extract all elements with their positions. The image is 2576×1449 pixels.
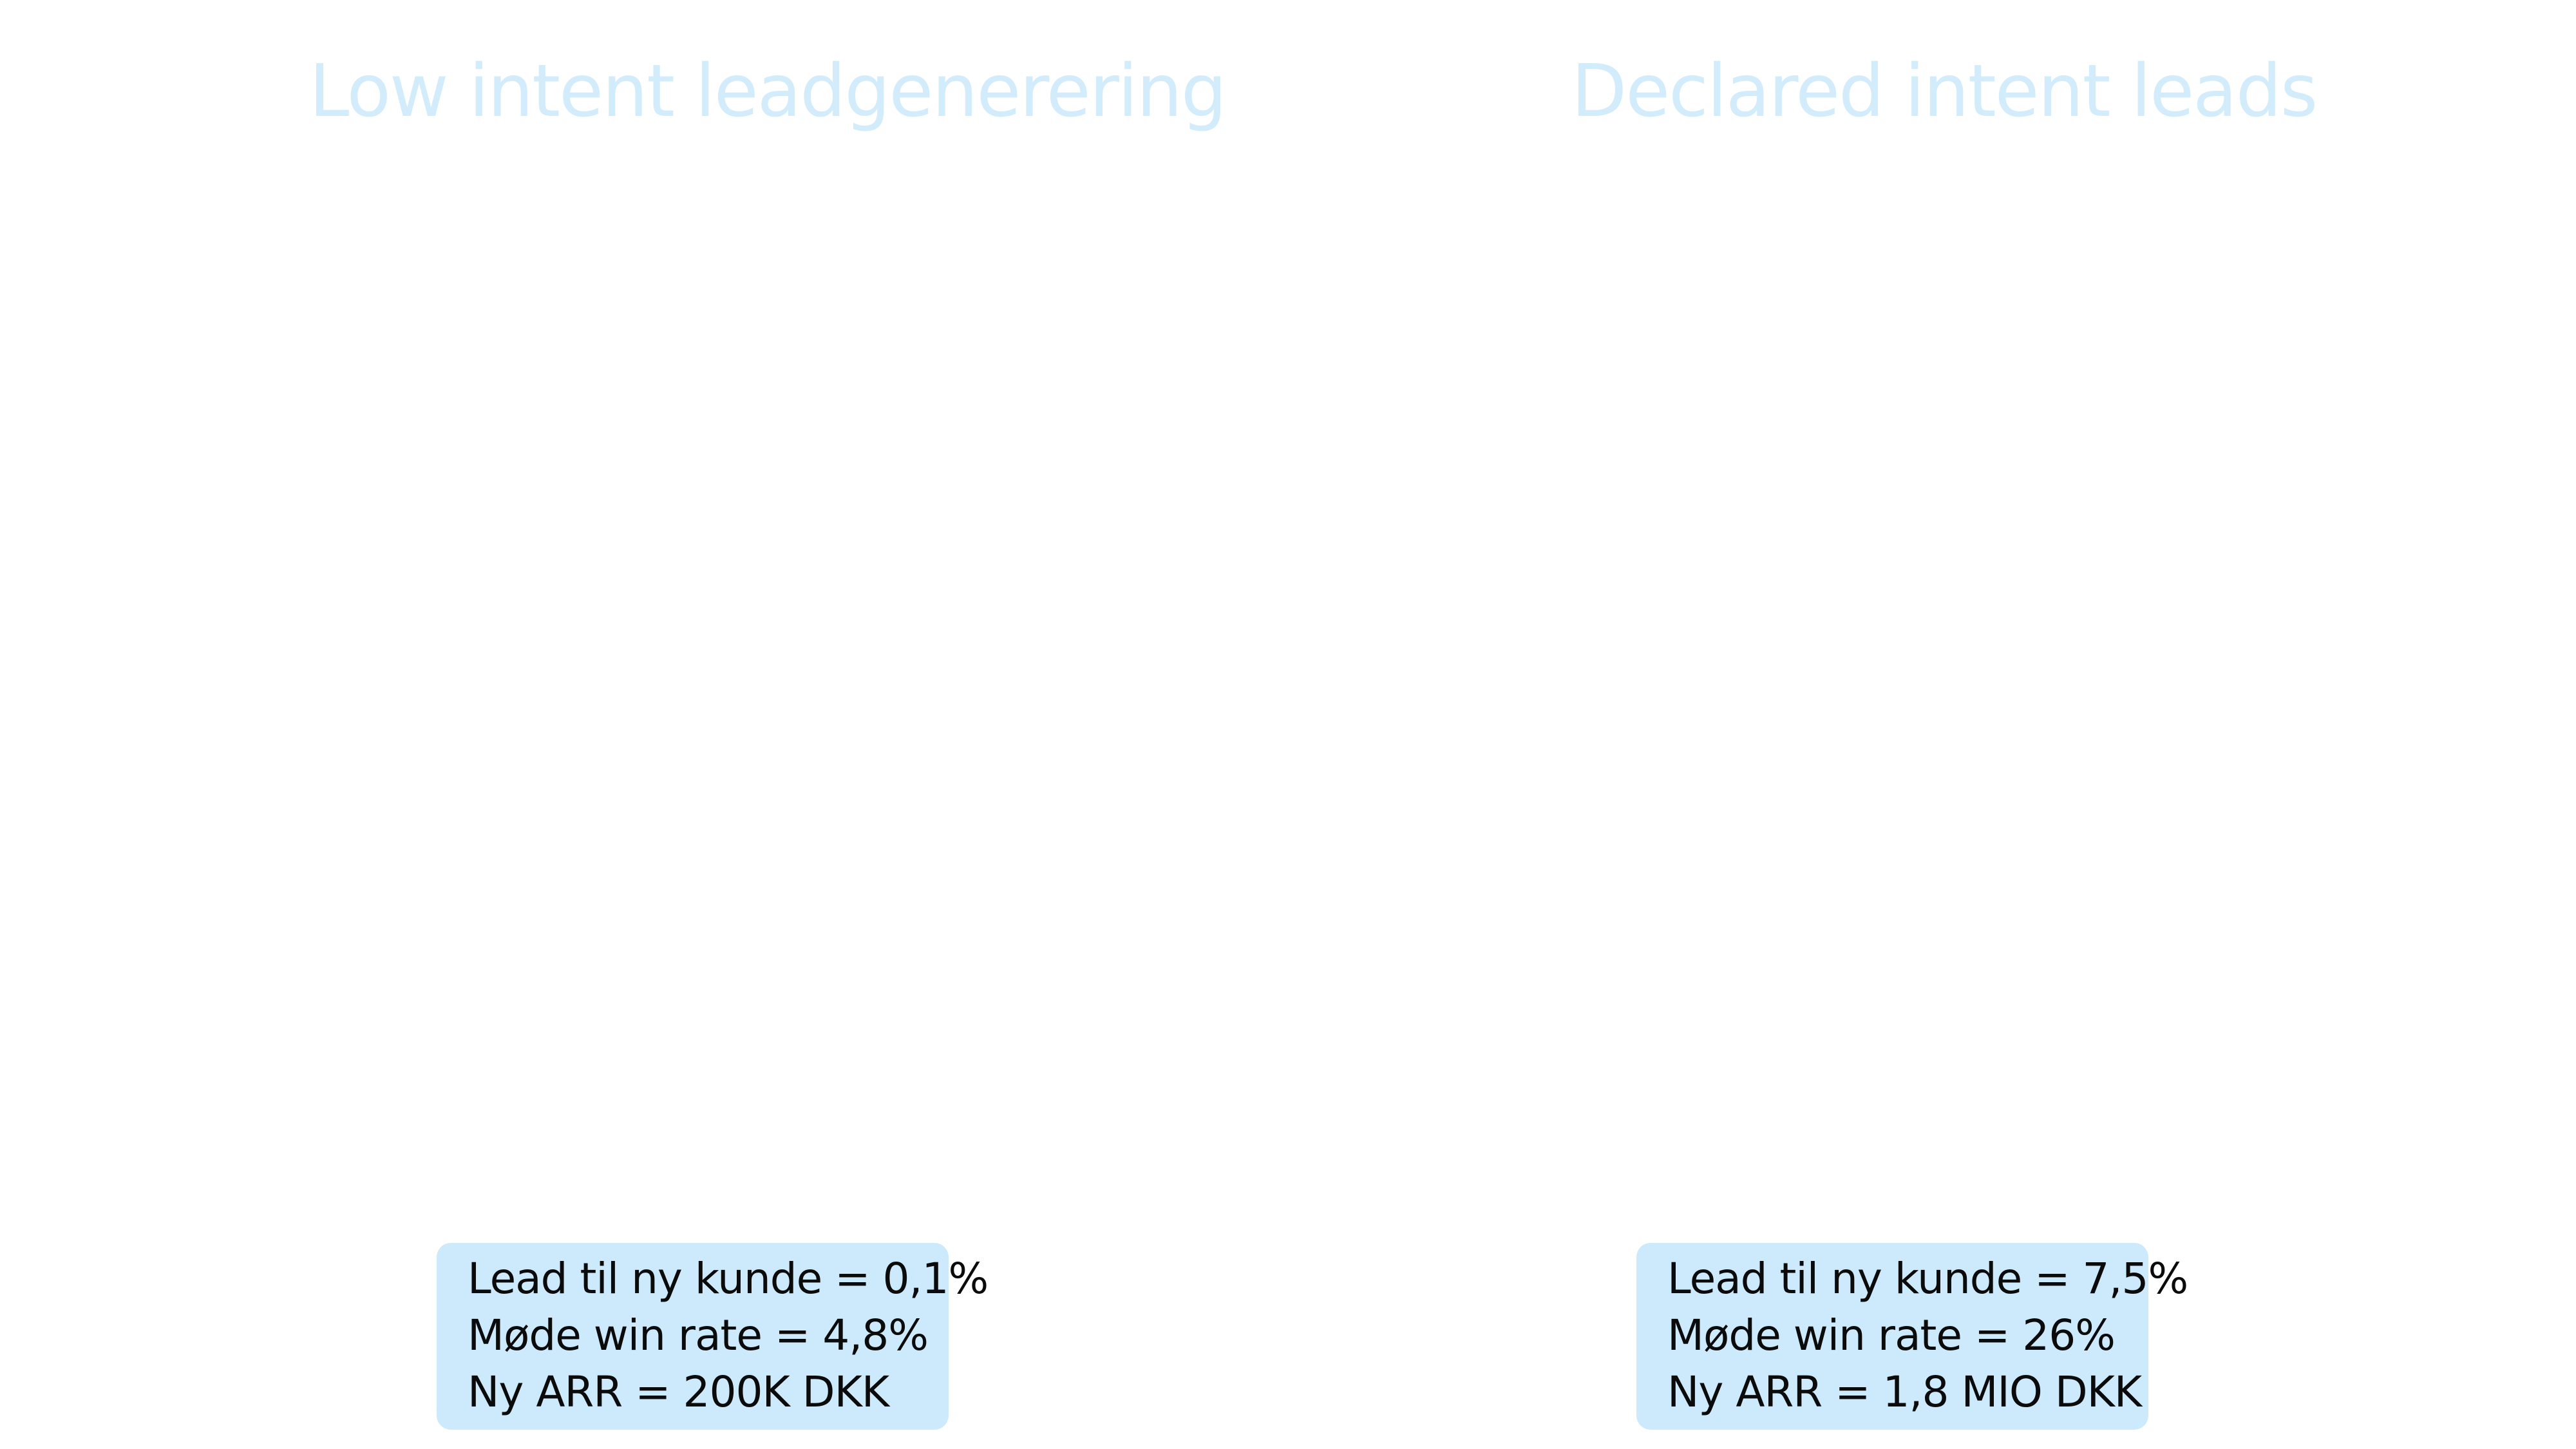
new-arr-stat: Ny ARR = 200K DKK <box>468 1367 889 1417</box>
declared-intent-stats-box: Lead til ny kunde = 7,5% Møde win rate =… <box>1636 1243 2188 1430</box>
lead-to-customer-stat: Lead til ny kunde = 0,1% <box>468 1254 989 1303</box>
meeting-win-rate-stat: Møde win rate = 26% <box>1667 1311 2116 1360</box>
new-arr-stat: Ny ARR = 1,8 MIO DKK <box>1667 1367 2142 1417</box>
low-intent-stats-box: Lead til ny kunde = 0,1% Møde win rate =… <box>437 1243 989 1430</box>
low-intent-title: Low intent leadgenerering <box>309 50 1227 133</box>
meeting-win-rate-stat: Møde win rate = 4,8% <box>468 1311 929 1360</box>
lead-to-customer-stat: Lead til ny kunde = 7,5% <box>1667 1254 2188 1303</box>
declared-intent-title: Declared intent leads <box>1571 50 2318 133</box>
